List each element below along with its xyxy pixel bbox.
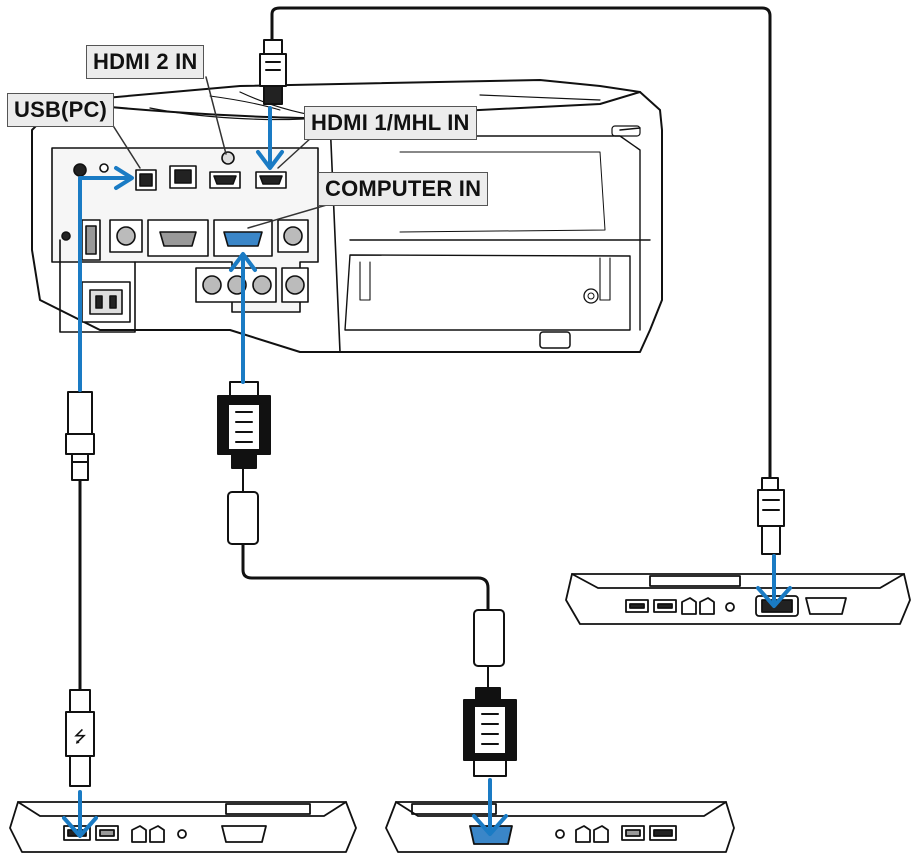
blue-arrows bbox=[62, 106, 792, 838]
connector-panel bbox=[51, 147, 319, 333]
computer-in-port bbox=[213, 219, 273, 257]
usb-symbol-icon: ⭍ bbox=[73, 727, 86, 746]
callout-leaders bbox=[111, 76, 331, 229]
vga-plug-projector bbox=[217, 381, 271, 545]
vga-cable bbox=[241, 542, 490, 612]
label-hdmi1-mhl-in: HDMI 1/MHL IN bbox=[304, 106, 477, 140]
usb-b-plug bbox=[65, 391, 95, 481]
audio-in-jack bbox=[277, 219, 309, 253]
hdmi1-port bbox=[255, 171, 287, 189]
lan-port bbox=[169, 165, 197, 189]
label-computer-in: COMPUTER IN bbox=[318, 172, 489, 206]
ac-inlet bbox=[81, 281, 131, 323]
hdmi-plug-laptop bbox=[757, 477, 785, 555]
label-hdmi2-in: HDMI 2 IN bbox=[86, 45, 205, 79]
video-jacks bbox=[195, 267, 309, 303]
laptop-bottom-left bbox=[9, 801, 357, 853]
laptop-right bbox=[565, 573, 911, 625]
audio-out-jack bbox=[109, 219, 143, 253]
usb-a-plug: ⭍ bbox=[65, 689, 95, 787]
usb-arrow bbox=[78, 176, 132, 392]
laptop-bottom-middle bbox=[385, 801, 735, 853]
hdmi-plug-projector bbox=[259, 39, 287, 105]
vga-plug-laptop bbox=[463, 609, 517, 777]
hdmi2-port bbox=[209, 171, 241, 189]
hdmi-cable bbox=[270, 6, 772, 480]
label-usb-pc: USB(PC) bbox=[7, 93, 115, 127]
cables bbox=[78, 6, 772, 692]
usb-pc-port bbox=[135, 169, 157, 191]
monitor-out-port bbox=[147, 219, 209, 257]
